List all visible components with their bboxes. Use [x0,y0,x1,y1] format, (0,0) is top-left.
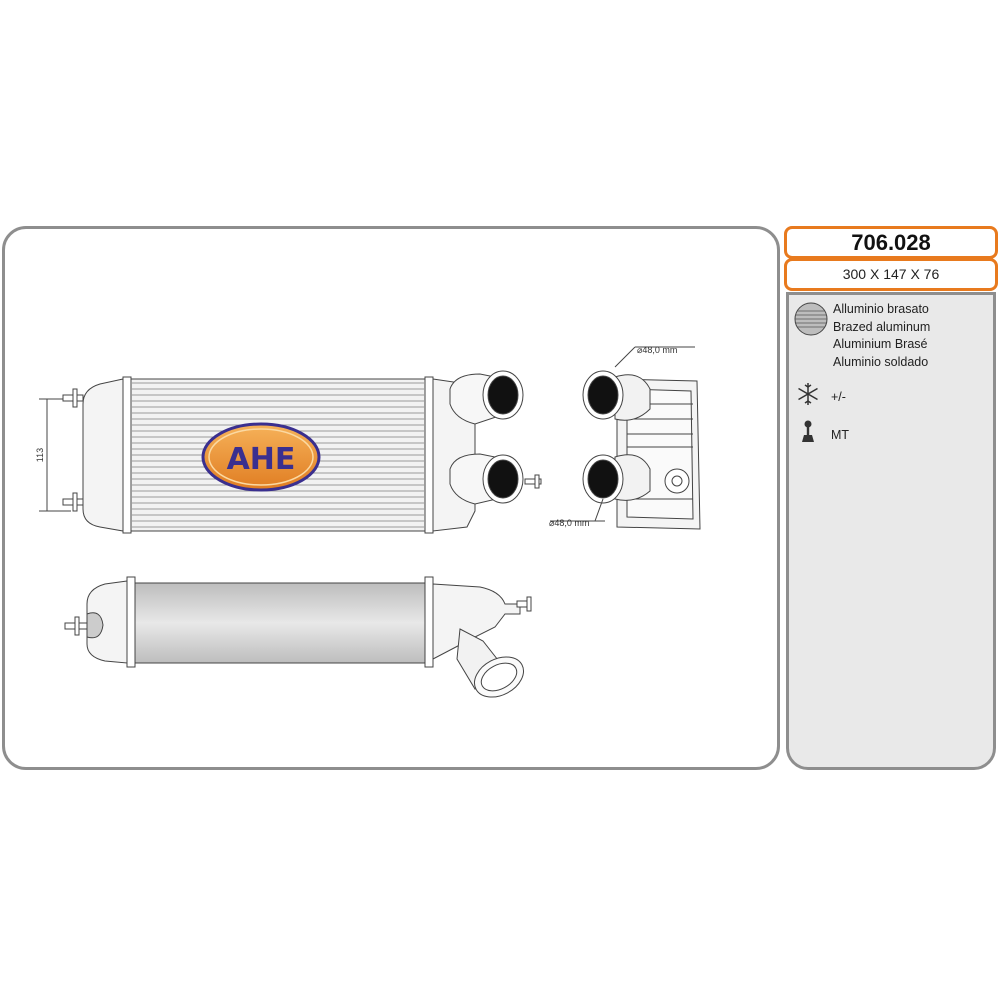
ahe-logo: AHE [201,422,321,492]
spec-ac: +/- [795,381,846,412]
spec-panel: Alluminio brasato Brazed aluminum Alumin… [786,292,996,770]
spec-ac-label: +/- [831,389,846,404]
material-info: Alluminio brasato Brazed aluminum Alumin… [793,301,930,371]
part-dimensions: 300 X 147 X 76 [784,258,998,291]
logo-text: AHE [227,442,296,477]
diameter-top-label: ⌀48,0 mm [637,345,677,355]
top-view [64,576,532,698]
material-french: Aluminium Brasé [833,337,928,351]
drawing-panel: AHE 113 ⌀48 [2,226,780,770]
technical-drawing: AHE 113 ⌀48 [35,345,701,698]
brazed-aluminum-icon [793,301,829,342]
diameter-bottom-label: ⌀48,0 mm [549,518,589,528]
snowflake-icon [795,381,821,412]
height-dimension-label: 113 [35,448,45,462]
front-view [39,370,542,534]
material-italian: Alluminio brasato [833,302,929,316]
spec-transmission-label: MT [831,427,850,442]
material-spanish: Aluminio soldado [833,354,929,369]
part-code: 706.028 [784,226,998,259]
side-view [550,346,701,530]
material-english: Brazed aluminum [833,319,931,334]
gear-shift-icon [795,419,821,450]
spec-transmission: MT [795,419,849,450]
